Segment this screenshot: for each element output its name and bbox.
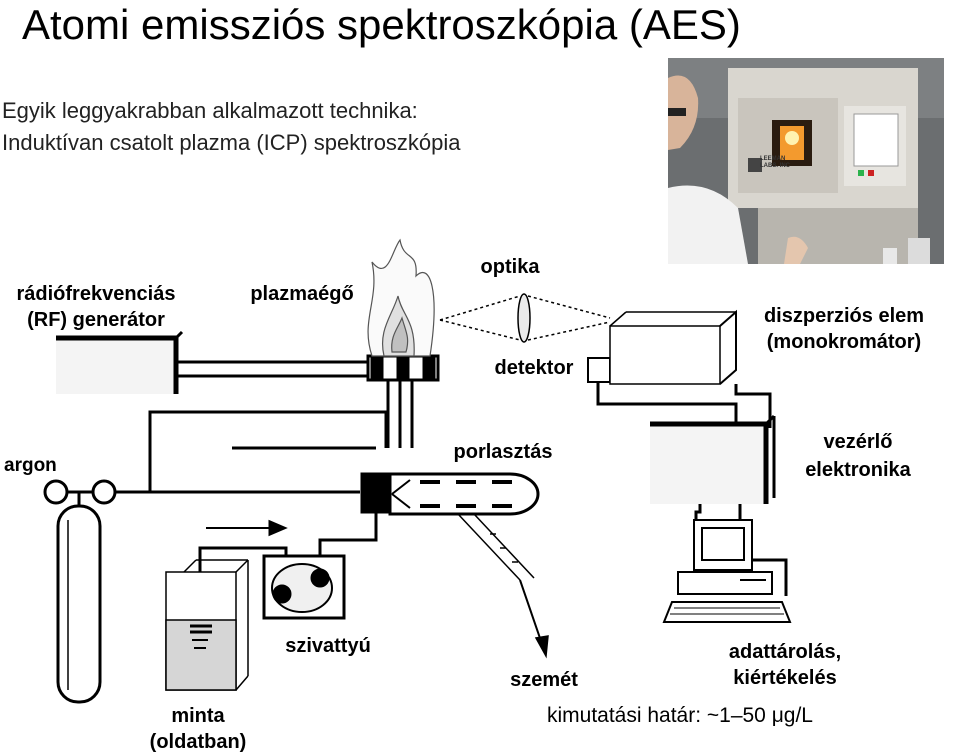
label-argon: argon: [4, 455, 57, 476]
page-title: Atomi emissziós spektroszkópia (AES): [22, 1, 741, 48]
computer: [662, 519, 792, 623]
rf-generator-box: [56, 330, 184, 394]
plasma-flame: [367, 238, 435, 357]
optical-path: [439, 295, 611, 341]
nebulizer-dashes: [420, 480, 512, 508]
label-control-line-2: elektronika: [805, 459, 911, 481]
label-rf-generator-line-1: rádiófrekvenciás: [16, 283, 176, 305]
control-box: [650, 414, 776, 504]
label-storage-line-2: kiértékelés: [733, 667, 837, 689]
subtitle-line-2: Induktívan csatolt plazma (ICP) spektros…: [2, 130, 461, 155]
sample-beaker: [165, 559, 249, 691]
label-rf-generator-line-2: (RF) generátor: [27, 309, 165, 331]
label-optics: optika: [480, 256, 540, 278]
gas-lines: [115, 410, 388, 494]
monochromator-box: [609, 309, 737, 385]
detector-box: [587, 357, 611, 383]
label-detection-limit: kimutatási határ: ~1–50 μg/L: [546, 704, 813, 727]
label-sample-line-1: minta: [171, 705, 225, 727]
photo-brand-line-1: LEEMAN: [760, 156, 785, 162]
label-pump: szivattyú: [285, 635, 371, 657]
label-storage-line-1: adattárolás,: [728, 641, 842, 663]
label-detector: detektor: [494, 357, 574, 379]
label-plasma-torch: plazmaégő: [250, 283, 354, 305]
instrument-photo-drawing: LEEMAN LABS. INC: [668, 58, 944, 264]
plasma-torch: [366, 354, 440, 448]
label-waste: szemét: [510, 669, 578, 691]
subtitle-line-1: Egyik leggyakrabban alkalmazott technika…: [2, 98, 418, 123]
label-dispersive-line-1: diszperziós elem: [763, 305, 925, 327]
label-sample-line-2: (oldatban): [149, 731, 247, 753]
label-dispersive-line-2: (monokromátor): [766, 331, 922, 353]
pump: [262, 554, 346, 620]
label-nebulization: porlasztás: [453, 441, 553, 463]
label-control-line-1: vezérlő: [823, 431, 893, 453]
signal-cable: [596, 382, 772, 430]
rf-cable: [178, 360, 372, 378]
lens: [517, 293, 531, 343]
waste-drain: [457, 513, 549, 659]
instrument-photo: LEEMAN LABS. INC: [668, 58, 944, 264]
argon-cylinder: [43, 479, 117, 704]
photo-brand-line-2: LABS. INC: [760, 163, 791, 169]
